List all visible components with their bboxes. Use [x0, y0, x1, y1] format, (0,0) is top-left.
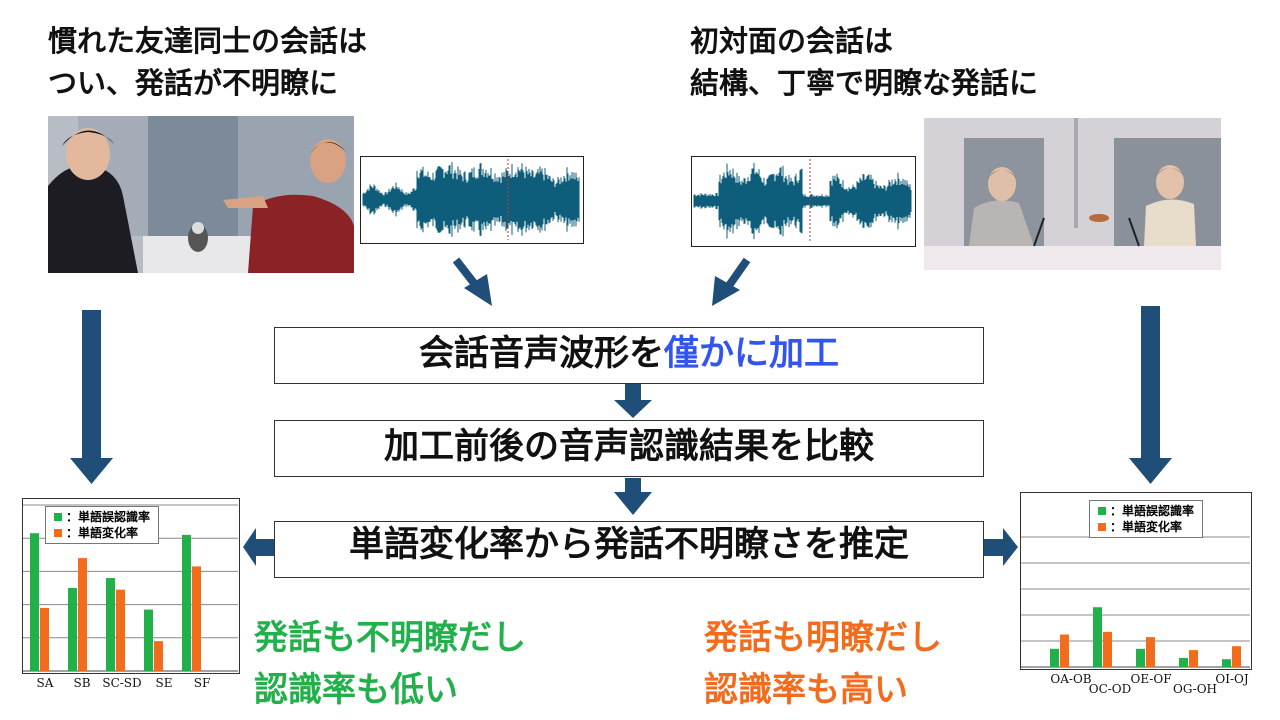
tick-label-SC-SD: SC-SD	[102, 676, 142, 690]
left-chart-legend: ：単語誤認識率 ：単語変化率	[45, 506, 160, 544]
bar-OE-OF-change-rate	[1146, 637, 1155, 667]
bar-OI-OJ-misrecognition	[1222, 659, 1231, 667]
right-conclusion-line-1: 発話も明瞭だし	[704, 618, 942, 658]
bar-OI-OJ-change-rate	[1232, 646, 1241, 667]
friends-conversation-photo	[48, 116, 354, 273]
orange-swatch	[1098, 523, 1106, 531]
right-conclusion: 発話も明瞭だし 認識率も高い	[704, 612, 942, 716]
tick-label-OA-OB: OA-OB	[1050, 672, 1092, 686]
step-3-text: 単語変化率から発話不明瞭さを推定	[348, 525, 909, 565]
right-heading: 初対面の会話は 結構、丁寧で明瞭な発話に	[690, 20, 1038, 104]
arrow-step2-to-step3	[614, 478, 652, 515]
bar-OA-OB-misrecognition	[1050, 648, 1059, 667]
green-swatch	[54, 513, 62, 521]
arrow-long-left	[70, 310, 113, 484]
legend-item-misrecognition-r: ：単語誤認識率	[1098, 503, 1194, 519]
bar-SF-change-rate	[192, 566, 201, 671]
bar-SB-misrecognition	[68, 588, 77, 671]
left-conclusion-line-1: 発話も不明瞭だし	[254, 618, 526, 658]
waveform-friends	[360, 156, 584, 244]
bar-SC-SD-change-rate	[116, 589, 125, 671]
right-heading-line-1: 初対面の会話は	[690, 24, 894, 58]
bar-SB-change-rate	[78, 558, 87, 671]
left-heading: 慣れた友達同士の会話は つい、発話が不明瞭に	[48, 20, 367, 104]
tick-label-OE-OF: OE-OF	[1130, 672, 1172, 686]
tick-label-SF: SF	[193, 676, 211, 690]
waveform-first-meeting	[691, 156, 916, 247]
step-1-box: 会話音声波形を僅かに加工	[274, 327, 984, 384]
arrow-to-right-chart	[984, 528, 1018, 566]
legend-item-misrecognition: ：単語誤認識率	[54, 509, 150, 525]
tick-label-OG-OH: OG-OH	[1172, 682, 1218, 696]
legend-label-misrecognition-r: ：単語誤認識率	[1110, 504, 1195, 518]
step-1-accent-text: 僅かに加工	[664, 334, 840, 374]
right-heading-line-2: 結構、丁寧で明瞭な発話に	[690, 66, 1039, 100]
arrow-step1-to-step2	[614, 384, 652, 418]
left-conclusion: 発話も不明瞭だし 認識率も低い	[254, 612, 526, 716]
legend-label-change-rate-r: ：単語変化率	[1110, 520, 1183, 534]
bar-OG-OH-misrecognition	[1179, 657, 1188, 667]
bar-OG-OH-change-rate	[1189, 650, 1198, 667]
step-2-text: 加工前後の音声認識結果を比較	[383, 427, 874, 467]
bar-OA-OB-change-rate	[1060, 634, 1069, 667]
legend-item-change-rate: ：単語変化率	[54, 525, 150, 541]
step-2-box: 加工前後の音声認識結果を比較	[274, 420, 984, 477]
legend-label-change-rate: ：単語変化率	[66, 526, 139, 540]
left-heading-line-2: つい、発話が不明瞭に	[48, 66, 339, 100]
tick-label-SA: SA	[36, 676, 54, 690]
arrow-diagonal-left	[452, 257, 492, 306]
bar-SA-misrecognition	[30, 533, 39, 671]
tick-label-OC-OD: OC-OD	[1088, 682, 1132, 696]
step-3-box: 単語変化率から発話不明瞭さを推定	[274, 521, 984, 578]
bar-OC-OD-misrecognition	[1093, 607, 1102, 667]
green-swatch	[1098, 507, 1106, 515]
first-meeting-photo	[924, 118, 1221, 270]
step-1-text: 会話音声波形を	[418, 334, 664, 374]
tick-label-OI-OJ: OI-OJ	[1215, 672, 1249, 686]
legend-item-change-rate-r: ：単語変化率	[1098, 519, 1194, 535]
bar-OE-OF-misrecognition	[1136, 648, 1145, 667]
right-chart-legend: ：単語誤認識率 ：単語変化率	[1089, 500, 1204, 538]
bar-SE-misrecognition	[144, 609, 153, 671]
bar-SE-change-rate	[154, 641, 163, 671]
left-heading-line-1: 慣れた友達同士の会話は	[48, 24, 368, 58]
orange-swatch	[54, 529, 62, 537]
right-conclusion-line-2: 認識率も高い	[704, 670, 908, 710]
tick-label-SB: SB	[73, 676, 91, 690]
arrow-long-right	[1129, 306, 1172, 484]
bar-SF-misrecognition	[182, 534, 191, 671]
legend-label-misrecognition: ：単語誤認識率	[66, 510, 151, 524]
tick-label-SE: SE	[155, 676, 173, 690]
arrow-to-left-chart	[243, 528, 275, 566]
bar-SA-change-rate	[40, 607, 49, 671]
bar-OC-OD-change-rate	[1103, 631, 1112, 667]
left-conclusion-line-2: 認識率も低い	[254, 670, 458, 710]
bar-SC-SD-misrecognition	[106, 578, 115, 671]
arrow-diagonal-right	[712, 257, 751, 306]
left-chart: ：単語誤認識率 ：単語変化率	[22, 498, 240, 674]
right-chart: ：単語誤認識率 ：単語変化率	[1020, 492, 1252, 670]
